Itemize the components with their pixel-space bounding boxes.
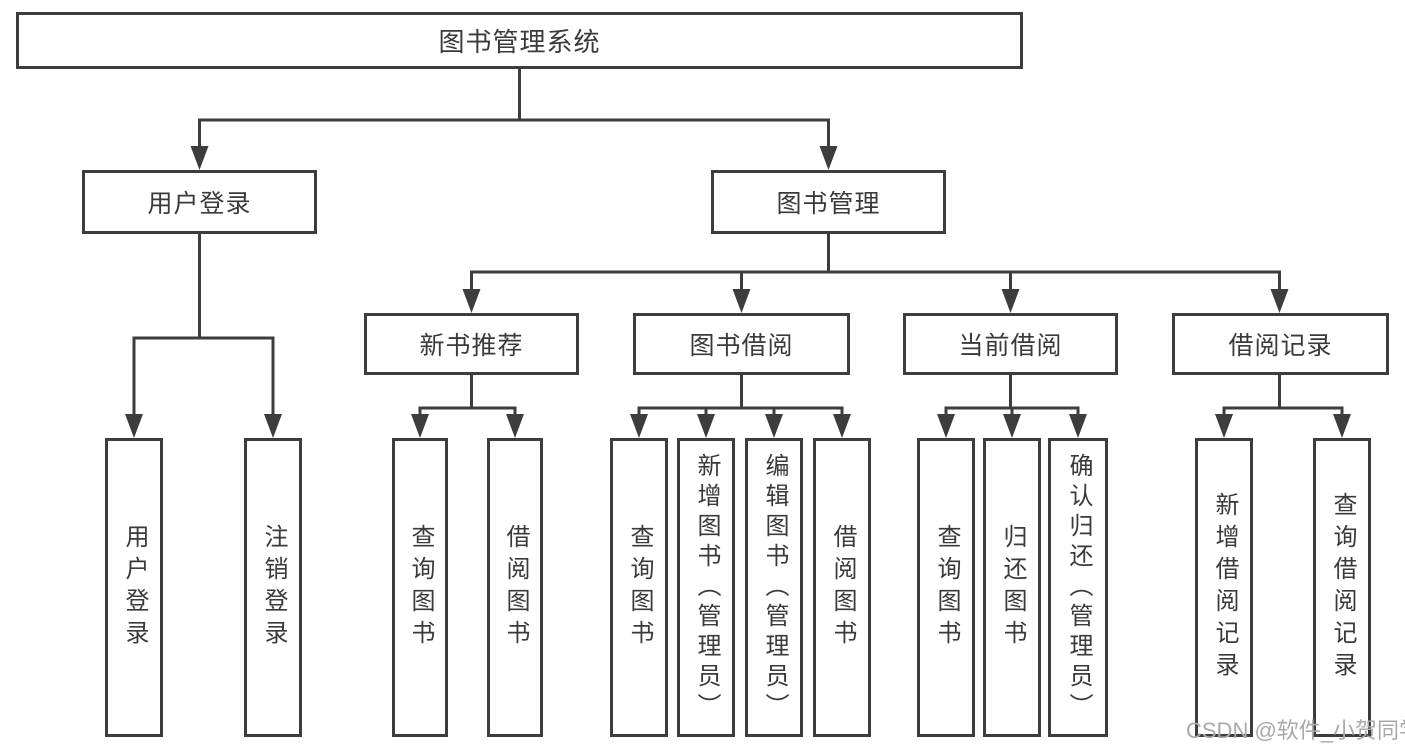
node-label: 当前借阅 [958, 332, 1063, 360]
leaf-borrow-edit-books-admin: 编辑图书（管理员） [745, 438, 803, 737]
leaf-borrow-query-books: 查询图书 [610, 438, 668, 737]
leaf-label: 编辑图书（管理员） [761, 452, 788, 723]
leaf-borrow-add-books-admin: 新增图书（管理员） [677, 438, 735, 737]
leaf-label: 用户登录 [121, 523, 148, 652]
leaf-recommend-borrow-books: 借阅图书 [487, 438, 543, 737]
leaf-label: 新增图书（管理员） [693, 452, 720, 723]
arrowheads [125, 146, 1351, 438]
leaf-label: 借阅图书 [502, 523, 529, 652]
node-user-login: 用户登录 [82, 170, 317, 234]
leaf-label: 确认归还（管理员） [1065, 452, 1092, 723]
node-book-borrow: 图书借阅 [633, 313, 850, 375]
leaf-current-query-books: 查询图书 [917, 438, 975, 737]
leaf-current-return-books: 归还图书 [983, 438, 1041, 737]
leaf-borrow-borrow-books: 借阅图书 [813, 438, 871, 737]
leaf-recommend-query-books: 查询图书 [392, 438, 448, 737]
node-current-borrow: 当前借阅 [903, 313, 1118, 375]
node-new-book-recommend: 新书推荐 [364, 313, 579, 375]
leaf-label: 查询图书 [407, 523, 434, 652]
leaf-label: 注销登录 [260, 523, 287, 652]
leaf-logout: 注销登录 [244, 438, 302, 737]
leaf-records-add-record: 新增借阅记录 [1195, 438, 1253, 737]
leaf-records-query-record: 查询借阅记录 [1313, 438, 1371, 737]
leaf-label: 查询图书 [626, 523, 653, 652]
node-label: 图书管理系统 [438, 27, 601, 57]
leaf-label: 新增借阅记录 [1211, 491, 1238, 684]
node-label: 借阅记录 [1228, 332, 1333, 360]
leaf-current-confirm-return-admin: 确认归还（管理员） [1048, 438, 1108, 737]
leaf-label: 查询借阅记录 [1329, 491, 1356, 684]
node-library-management-system: 图书管理系统 [16, 12, 1023, 69]
node-label: 新书推荐 [419, 332, 524, 360]
leaf-user-login: 用户登录 [105, 438, 163, 737]
leaf-label: 查询图书 [933, 523, 960, 652]
node-book-management: 图书管理 [711, 170, 946, 234]
csdn-watermark: CSDN @软件_小贺同学 [1186, 718, 1405, 743]
leaf-label: 归还图书 [999, 523, 1026, 652]
node-label: 图书管理 [776, 190, 881, 218]
leaf-label: 借阅图书 [829, 523, 856, 652]
node-borrow-records: 借阅记录 [1172, 313, 1389, 375]
node-label: 用户登录 [147, 190, 252, 218]
node-label: 图书借阅 [689, 332, 794, 360]
